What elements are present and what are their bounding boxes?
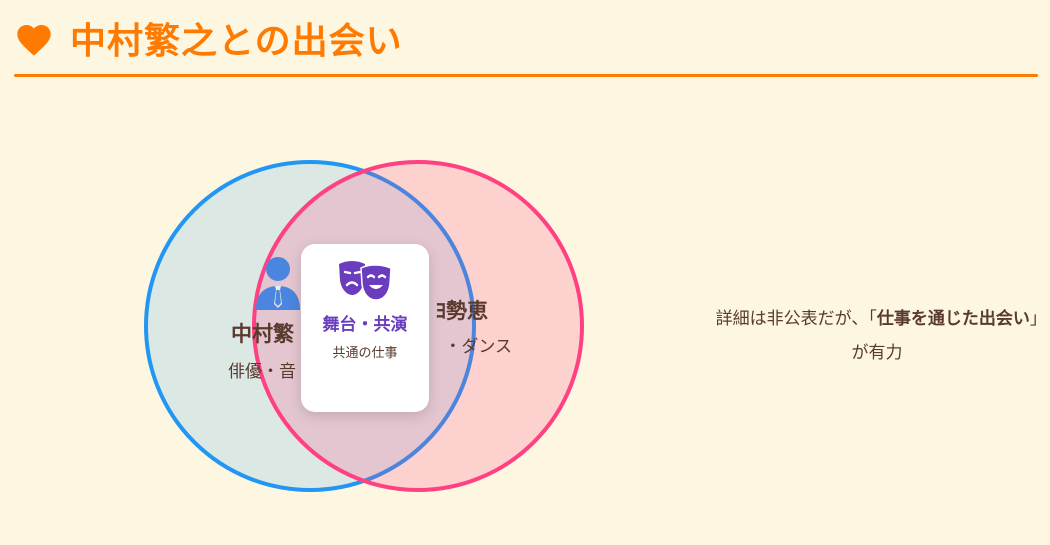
person-tie-icon [256,257,300,310]
left-person-name: 中村繁 [231,322,294,346]
section-header: 中村繁之との出会い [14,14,1038,78]
note-emphasis: 仕事を通じた出会い [876,309,1030,329]
intersection-title: 舞台・共演 [322,315,408,335]
note-suffix: 」が有力 [851,309,1039,363]
right-person-role: ・ダンス [444,337,512,357]
heart-icon [17,25,51,56]
meeting-note: 詳細は非公表だが、「仕事を通じた出会い」が有力 [712,302,1042,370]
intersection-card: 舞台・共演 共通の仕事 [301,244,429,412]
intersection-subtitle: 共通の仕事 [332,346,398,361]
theater-masks-icon [339,261,392,301]
venn-circle-right [252,160,584,492]
page-title: 中村繁之との出会い [70,21,403,62]
note-prefix: 詳細は非公表だが、「 [715,309,877,329]
right-person-name: ﾖ勢恵 [435,299,489,323]
left-person-role: 俳優・音 [228,362,296,382]
header-divider [14,74,1038,77]
